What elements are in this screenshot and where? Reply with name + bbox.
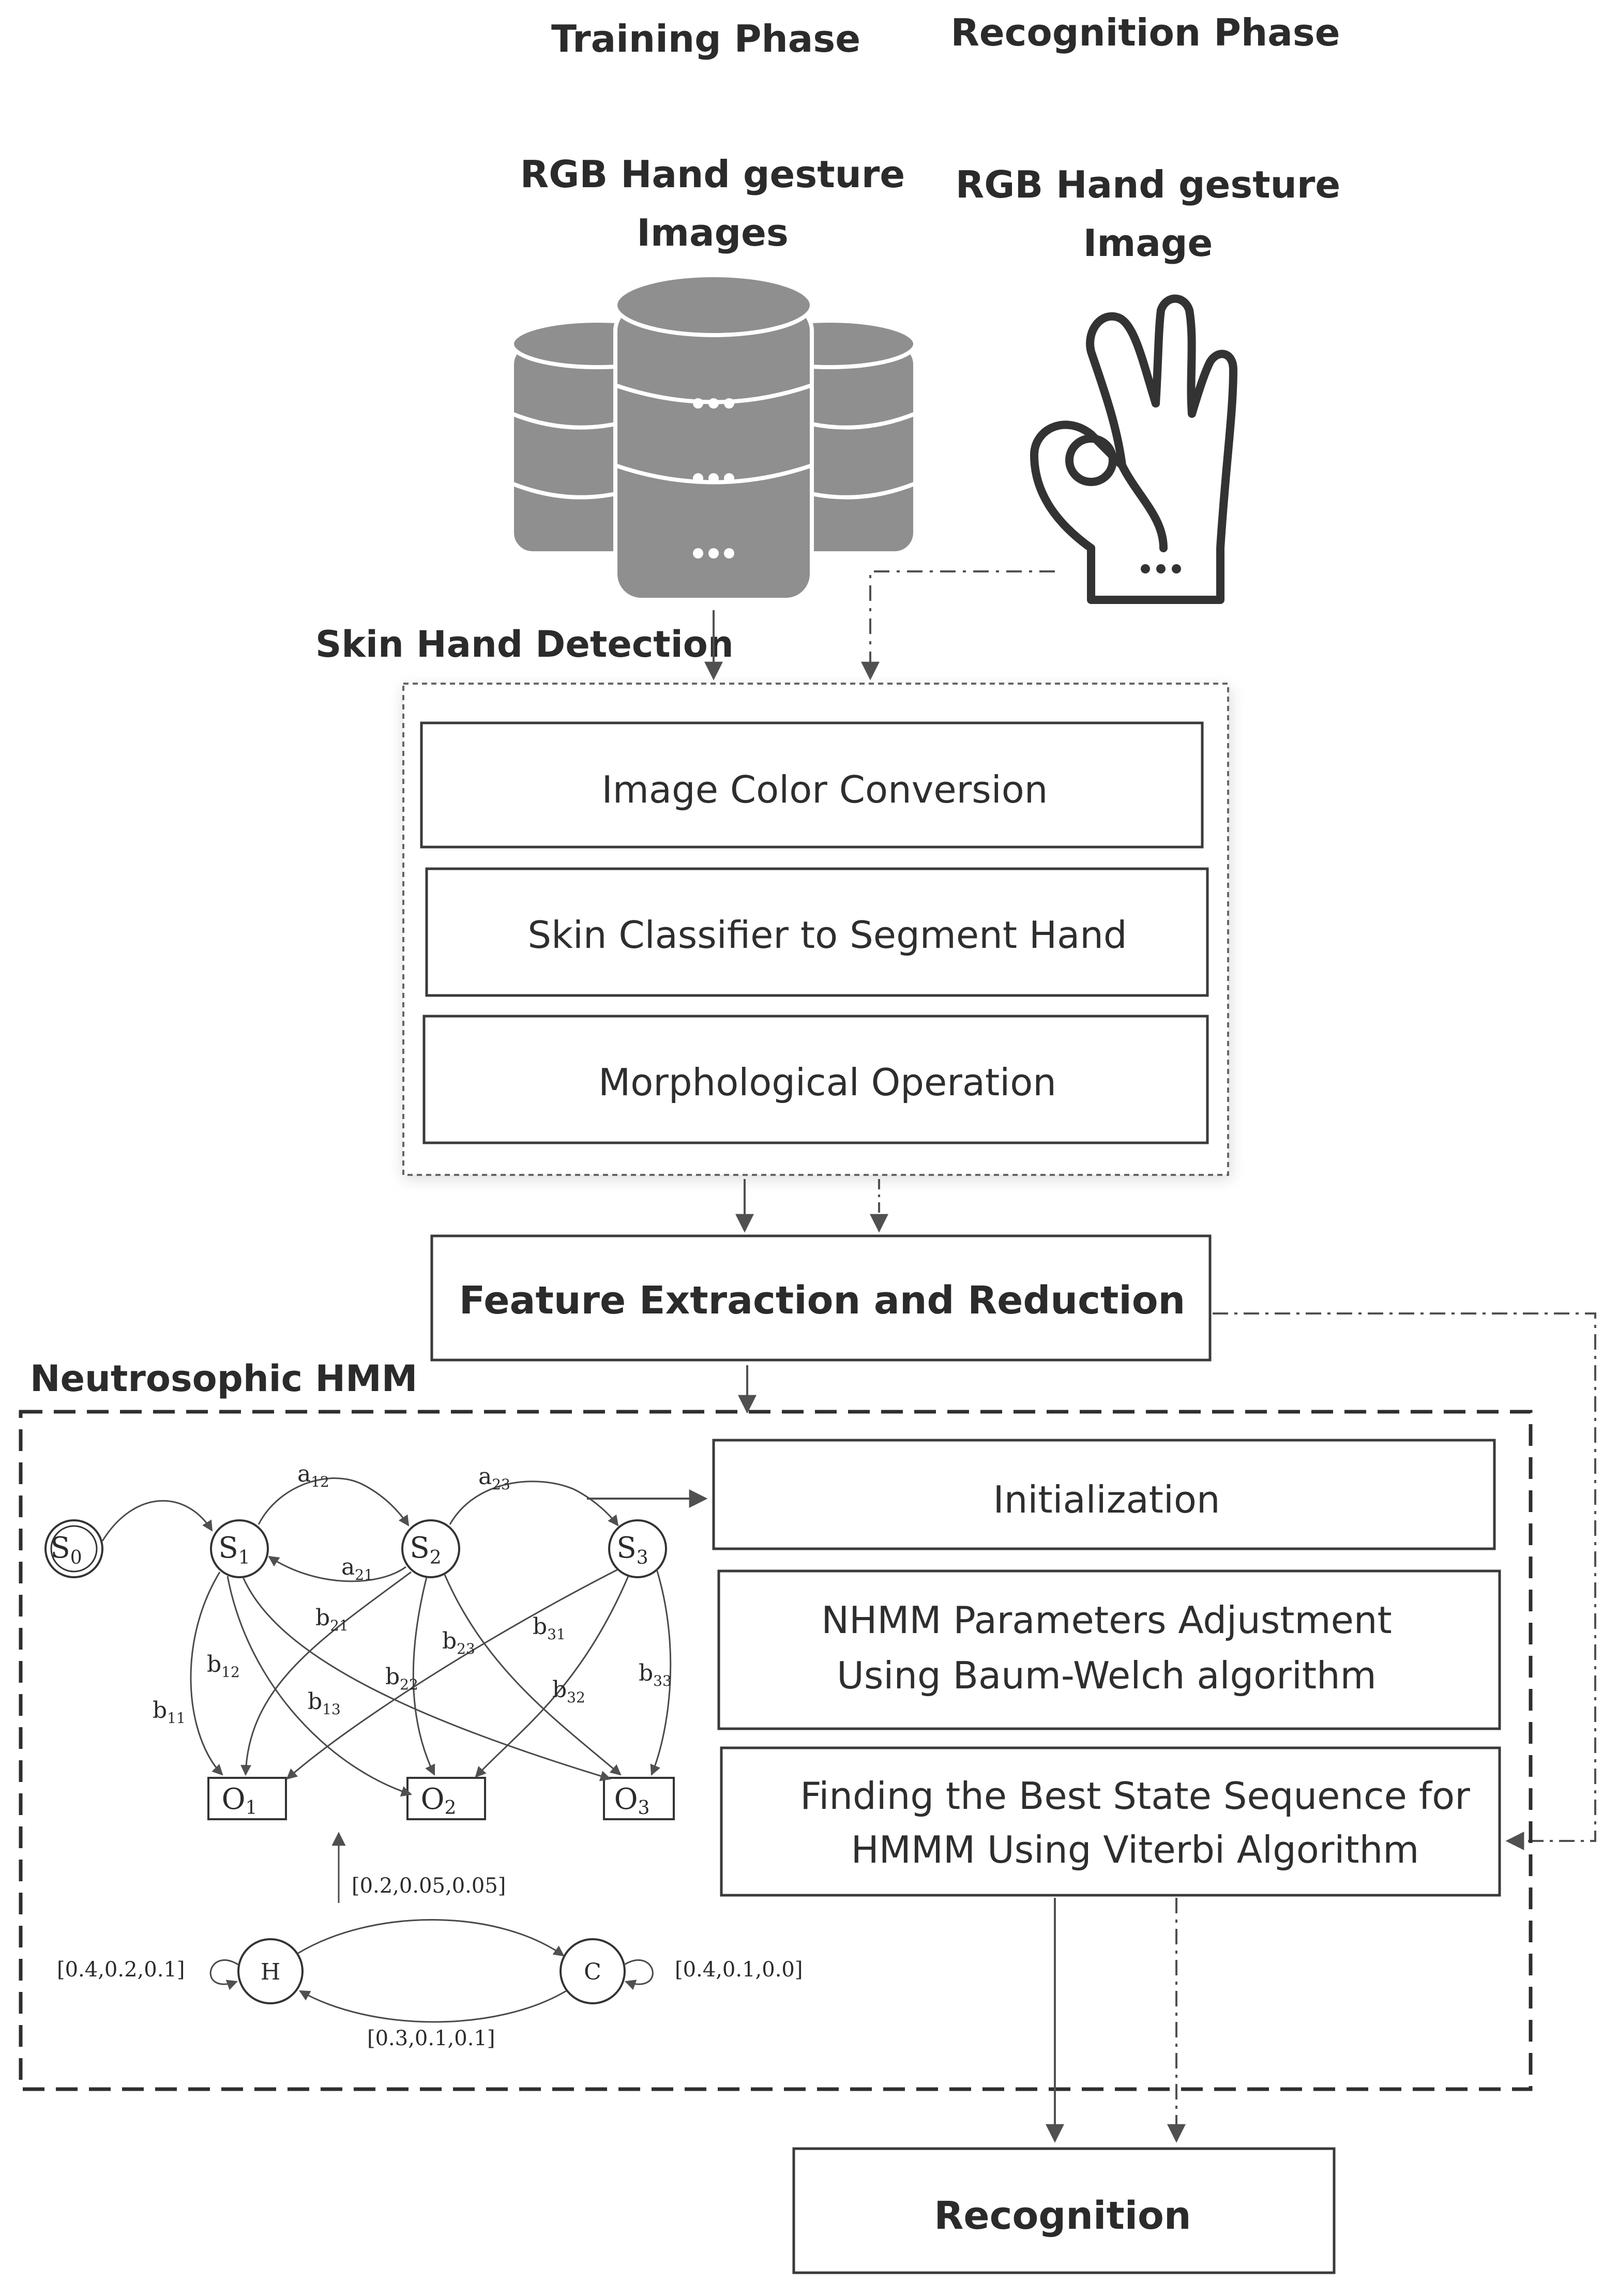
b33-edge bbox=[650, 1569, 672, 1776]
b13-edge bbox=[242, 1577, 612, 1781]
training-input-label-line1: RGB Hand gesture bbox=[520, 153, 905, 196]
hidden-state-c-node bbox=[560, 1938, 626, 2004]
training-phase-header: Training Phase bbox=[551, 17, 860, 61]
hidden-state-c-label: C bbox=[584, 1959, 601, 1985]
b23-edge bbox=[444, 1574, 622, 1776]
recognition-phase-header: Recognition Phase bbox=[950, 11, 1340, 54]
skin-detection-label: Skin Hand Detection bbox=[315, 623, 734, 666]
recognition-input-label-line1: RGB Hand gesture bbox=[956, 163, 1340, 206]
b13-label: b13 bbox=[308, 1688, 341, 1718]
viterbi-box bbox=[720, 1746, 1501, 1897]
b21-edge bbox=[240, 1571, 412, 1776]
recognition-input-label-line2: Image bbox=[1083, 221, 1213, 265]
neutrosophic-chain: H C [0.4,0.2,0.1] [0.4,0.1,0.0] [0.2,0.0… bbox=[57, 1832, 803, 2050]
state-s0-label: S0 bbox=[50, 1531, 82, 1568]
morphological-operation-text: Morphological Operation bbox=[598, 1061, 1056, 1104]
s2-to-s3-edge bbox=[449, 1481, 619, 1527]
observation-o3-node bbox=[603, 1777, 675, 1820]
b33-label: b33 bbox=[639, 1660, 672, 1689]
a21-label: a21 bbox=[341, 1554, 373, 1583]
h-to-c-edge bbox=[297, 1919, 565, 1957]
b32-edge bbox=[475, 1576, 629, 1778]
image-color-conversion-box bbox=[420, 721, 1204, 849]
state-s0-node bbox=[44, 1519, 103, 1578]
b11-label: b11 bbox=[153, 1697, 186, 1727]
b23-label: b23 bbox=[442, 1628, 475, 1657]
hidden-state-h-node bbox=[237, 1938, 304, 2004]
baum-welch-text-line1: NHMM Parameters Adjustment bbox=[821, 1598, 1392, 1642]
b11-edge bbox=[190, 1572, 223, 1776]
morphological-operation-box bbox=[422, 1015, 1209, 1144]
initialization-box bbox=[712, 1439, 1496, 1550]
image-color-conversion-text: Image Color Conversion bbox=[602, 768, 1048, 811]
c-to-h-edge bbox=[299, 1990, 567, 2023]
nhmm-label: Neutrosophic HMM bbox=[30, 1357, 417, 1400]
c-to-h-label: [0.3,0.1,0.1] bbox=[367, 2027, 495, 2050]
a12-label: a12 bbox=[297, 1461, 329, 1490]
initialization-text: Initialization bbox=[993, 1478, 1220, 1521]
h-self-loop bbox=[209, 1959, 239, 1990]
viterbi-text-line2: HMMM Using Viterbi Algorithm bbox=[851, 1828, 1419, 1871]
hidden-state-h-label: H bbox=[261, 1959, 280, 1985]
a23-label: a23 bbox=[478, 1463, 510, 1493]
state-s1-node bbox=[210, 1519, 269, 1578]
b32-label: b32 bbox=[552, 1676, 585, 1706]
c-self-label: [0.4,0.1,0.0] bbox=[675, 1958, 803, 1982]
c-self-loop bbox=[623, 1959, 654, 1990]
recognition-text: Recognition bbox=[934, 2194, 1191, 2238]
h-self-label: [0.4,0.2,0.1] bbox=[57, 1958, 185, 1982]
b31-edge bbox=[286, 1568, 618, 1780]
database-icon bbox=[510, 273, 917, 602]
s0-to-s1-edge bbox=[101, 1500, 213, 1542]
observation-o3-label: O3 bbox=[614, 1783, 650, 1819]
feature-to-viterbi-recognition-arrow bbox=[1213, 1312, 1596, 1850]
feature-extraction-text: Feature Extraction and Reduction bbox=[459, 1278, 1185, 1323]
observation-o1-node bbox=[207, 1777, 287, 1820]
state-s2-label: S2 bbox=[410, 1531, 441, 1568]
training-input-label-line2: Images bbox=[637, 211, 789, 254]
feature-extraction-box bbox=[430, 1234, 1212, 1362]
b22-edge bbox=[412, 1577, 435, 1776]
state-s2-node bbox=[401, 1519, 460, 1578]
baum-welch-box bbox=[717, 1569, 1501, 1730]
s2-to-s1-edge bbox=[268, 1555, 406, 1582]
h-to-c-label: [0.2,0.05,0.05] bbox=[352, 1874, 506, 1898]
skin-classifier-text: Skin Classifier to Segment Hand bbox=[527, 913, 1127, 957]
hmm-state-graph: S0 S1 S2 S3 a12 a23 a21 O1 O2 O3 bbox=[44, 1461, 675, 1820]
recognition-box bbox=[792, 2147, 1336, 2274]
b22-label: b22 bbox=[385, 1664, 418, 1693]
observation-o1-label: O1 bbox=[222, 1783, 258, 1819]
skin-classifier-box bbox=[425, 867, 1209, 997]
ok-hand-gesture-icon bbox=[1030, 294, 1237, 604]
state-s3-label: S3 bbox=[616, 1531, 648, 1568]
baum-welch-text-line2: Using Baum-Welch algorithm bbox=[837, 1654, 1377, 1697]
state-s1-label: S1 bbox=[218, 1531, 250, 1568]
observation-o2-label: O2 bbox=[421, 1783, 457, 1819]
b12-edge bbox=[226, 1576, 412, 1797]
viterbi-text-line1: Finding the Best State Sequence for bbox=[800, 1774, 1470, 1818]
state-s3-node bbox=[608, 1519, 667, 1578]
b31-label: b31 bbox=[533, 1613, 566, 1643]
s1-to-s2-edge bbox=[258, 1477, 410, 1527]
b21-label: b21 bbox=[315, 1605, 349, 1634]
b12-label: b12 bbox=[207, 1651, 240, 1681]
observation-o2-node bbox=[406, 1777, 486, 1820]
recognition-to-skin-arrow bbox=[861, 570, 1055, 681]
